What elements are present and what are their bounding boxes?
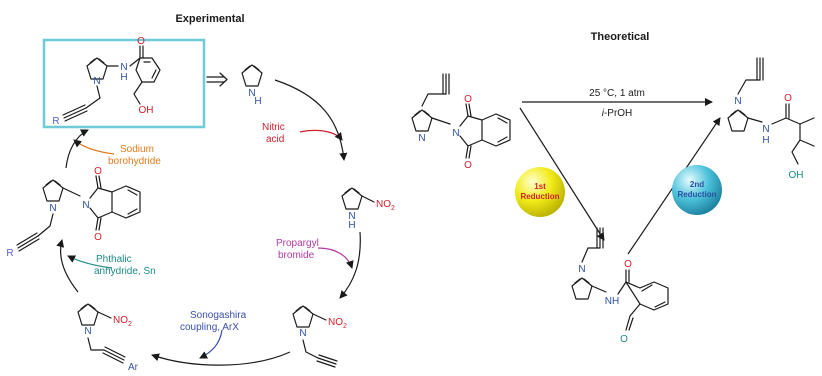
reagent-sodium-line2: borohydride (108, 156, 161, 167)
svg-text:2nd: 2nd (690, 180, 704, 189)
svg-text:N: N (120, 62, 127, 73)
pyrrole: N H (241, 64, 263, 107)
svg-text:O: O (620, 334, 628, 345)
svg-text:H: H (254, 96, 261, 107)
phthalic-curve (67, 255, 113, 269)
svg-text:O: O (94, 166, 102, 177)
svg-text:N: N (418, 133, 425, 144)
condition-temp-pressure: 25 °C, 1 atm (589, 88, 645, 99)
reagent-phthalic-line2: anhydride, Sn (94, 266, 156, 277)
cycle-arrow-1 (274, 79, 348, 161)
svg-text:N: N (762, 124, 769, 135)
reagent-sonogashira-line2: coupling, ArX (180, 322, 239, 333)
svg-text:N: N (248, 88, 255, 99)
svg-text:1st: 1st (534, 182, 546, 191)
reagent-propargyl-line1: Propargyl (276, 238, 319, 249)
reagent-phthalic-line1: Phthalic (96, 254, 132, 265)
aldehyde-intermediate: N NH O O (571, 227, 669, 345)
cycle-arrow-3 (151, 351, 291, 366)
sonogashira-curve (199, 329, 223, 359)
reagent-propargyl-line2: bromide (278, 250, 315, 261)
retrosynthesis-arrow (206, 72, 228, 87)
n-propargyl-nitropyrrole: N NO2 (292, 305, 347, 368)
svg-text:R: R (52, 116, 59, 127)
condition-solvent: i-PrOH (602, 108, 633, 119)
second-reduction-badge: 2nd Reduction (672, 165, 722, 215)
aryl-alkynyl-nitropyrrole: N NO2 Ar (77, 303, 139, 373)
svg-text:N: N (734, 96, 741, 107)
svg-text:O: O (784, 93, 792, 104)
first-reduction-badge: 1st Reduction (515, 167, 565, 217)
svg-text:O: O (464, 160, 472, 171)
svg-text:N: N (49, 203, 56, 214)
cycle-arrow-5 (65, 129, 89, 169)
svg-text:Ar: Ar (128, 362, 139, 373)
svg-text:NO2: NO2 (113, 315, 132, 328)
svg-text:N: N (452, 128, 459, 139)
svg-text:NH: NH (605, 296, 619, 307)
svg-text:OH: OH (139, 105, 154, 116)
svg-text:Reduction: Reduction (677, 190, 716, 199)
svg-text:NO2: NO2 (376, 199, 395, 212)
svg-text:H: H (120, 72, 127, 83)
propargyl-curve (317, 247, 354, 269)
svg-text:N: N (93, 76, 100, 87)
cycle-arrow-4 (56, 239, 79, 293)
sodium-curve (73, 139, 115, 155)
2-nitropyrrole: N H NO2 (341, 187, 395, 231)
svg-text:OH: OH (789, 170, 804, 181)
nitric-acid-curve (299, 129, 343, 141)
svg-text:O: O (624, 259, 632, 270)
theoretical-title: Theoretical (591, 31, 650, 43)
experimental-title: Experimental (175, 13, 244, 25)
svg-text:N: N (578, 264, 585, 275)
reagent-sodium-line1: Sodium (120, 144, 154, 155)
svg-text:H: H (762, 135, 769, 146)
cycle-arrow-2 (339, 231, 361, 299)
target-product-box: N N H O OH R (42, 36, 206, 129)
reagent-sonogashira-line1: Sonogashira (190, 310, 247, 321)
svg-text:N: N (82, 200, 89, 211)
svg-text:Reduction: Reduction (520, 192, 559, 201)
svg-text:N: N (84, 326, 91, 337)
svg-text:R: R (6, 248, 13, 259)
reagent-nitric-line1: Nitric (262, 122, 285, 133)
svg-text:N: N (348, 211, 355, 222)
svg-text:O: O (137, 36, 145, 47)
svg-text:H: H (348, 220, 355, 231)
phthalimide-intermediate: N N O O R (6, 166, 141, 259)
first-reduction-arrow (519, 107, 605, 241)
svg-text:NO2: NO2 (328, 317, 347, 330)
reagent-nitric-line2: acid (266, 134, 284, 145)
theoretical-product: N N H O OH (727, 57, 815, 181)
svg-text:O: O (464, 94, 472, 105)
theoretical-starting-material: N N O O (411, 73, 511, 171)
svg-text:N: N (299, 328, 306, 339)
svg-text:O: O (94, 232, 102, 243)
